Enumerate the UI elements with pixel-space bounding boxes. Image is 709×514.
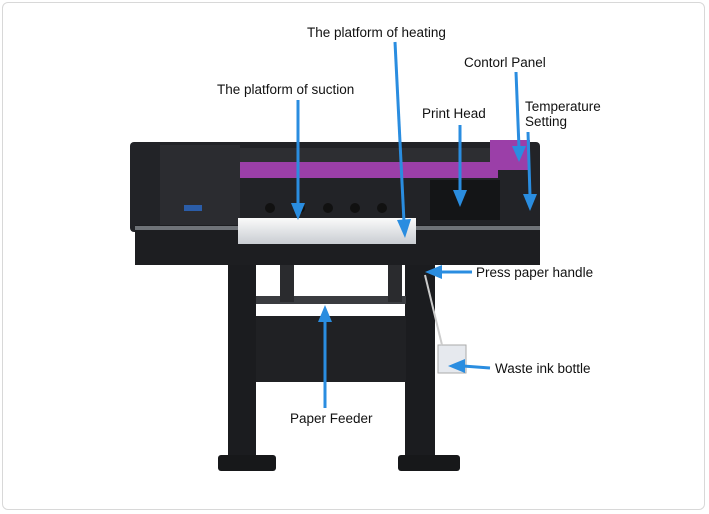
arrow-control-panel	[512, 71, 526, 162]
image-frame	[2, 2, 705, 510]
label-heating-platform: The platform of heating	[307, 25, 446, 40]
label-temperature-1: Temperature	[525, 99, 601, 114]
label-control-panel: Contorl Panel	[464, 55, 546, 70]
label-press-paper-handle: Press paper handle	[476, 265, 594, 280]
label-paper-feeder: Paper Feeder	[290, 411, 373, 426]
label-suction-platform: The platform of suction	[217, 82, 355, 97]
label-temperature-2: Setting	[525, 114, 568, 129]
arrow-paper-feeder	[318, 305, 332, 408]
label-waste-ink-bottle: Waste ink bottle	[495, 361, 591, 376]
arrow-suction	[291, 100, 305, 220]
arrow-temperature	[523, 131, 537, 211]
arrow-print-head	[453, 125, 467, 207]
arrow-waste-ink	[448, 359, 491, 373]
arrow-heating	[393, 41, 411, 238]
purple-accent-stripe	[240, 162, 498, 178]
print-head-carriage	[430, 180, 500, 220]
arrow-press-paper-handle	[425, 265, 472, 279]
printer-stand	[218, 262, 460, 471]
control-panel	[490, 140, 530, 170]
callout-arrows	[291, 41, 537, 408]
suction-platform	[238, 218, 416, 244]
printer-body	[130, 140, 540, 265]
label-print-head: Print Head	[422, 106, 486, 121]
